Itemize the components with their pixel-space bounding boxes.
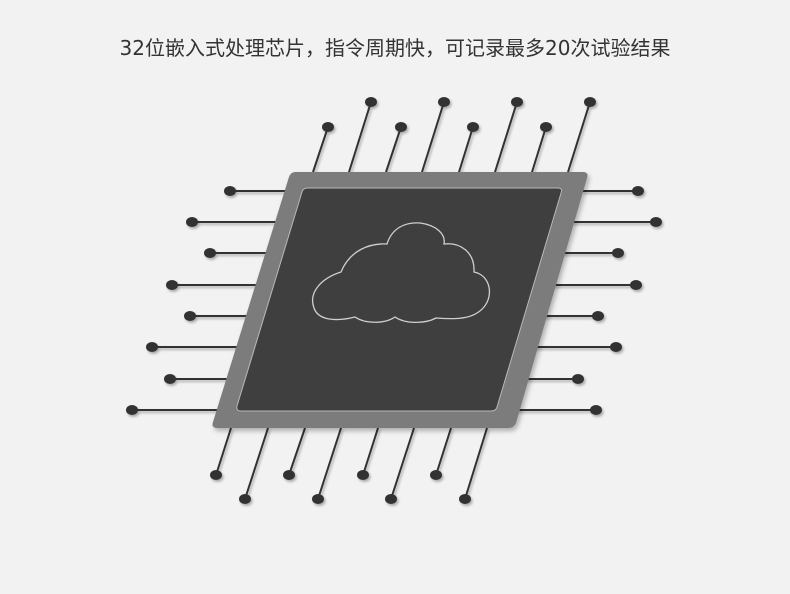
cloud-icon [312,222,491,324]
left-pins [126,186,290,415]
page-caption: 32位嵌入式处理芯片，指令周期快，可记录最多20次试验结果 [119,36,671,60]
top-pins [312,97,596,173]
chip-die [236,187,563,412]
bottom-pins [210,427,488,504]
right-pins [512,186,662,415]
